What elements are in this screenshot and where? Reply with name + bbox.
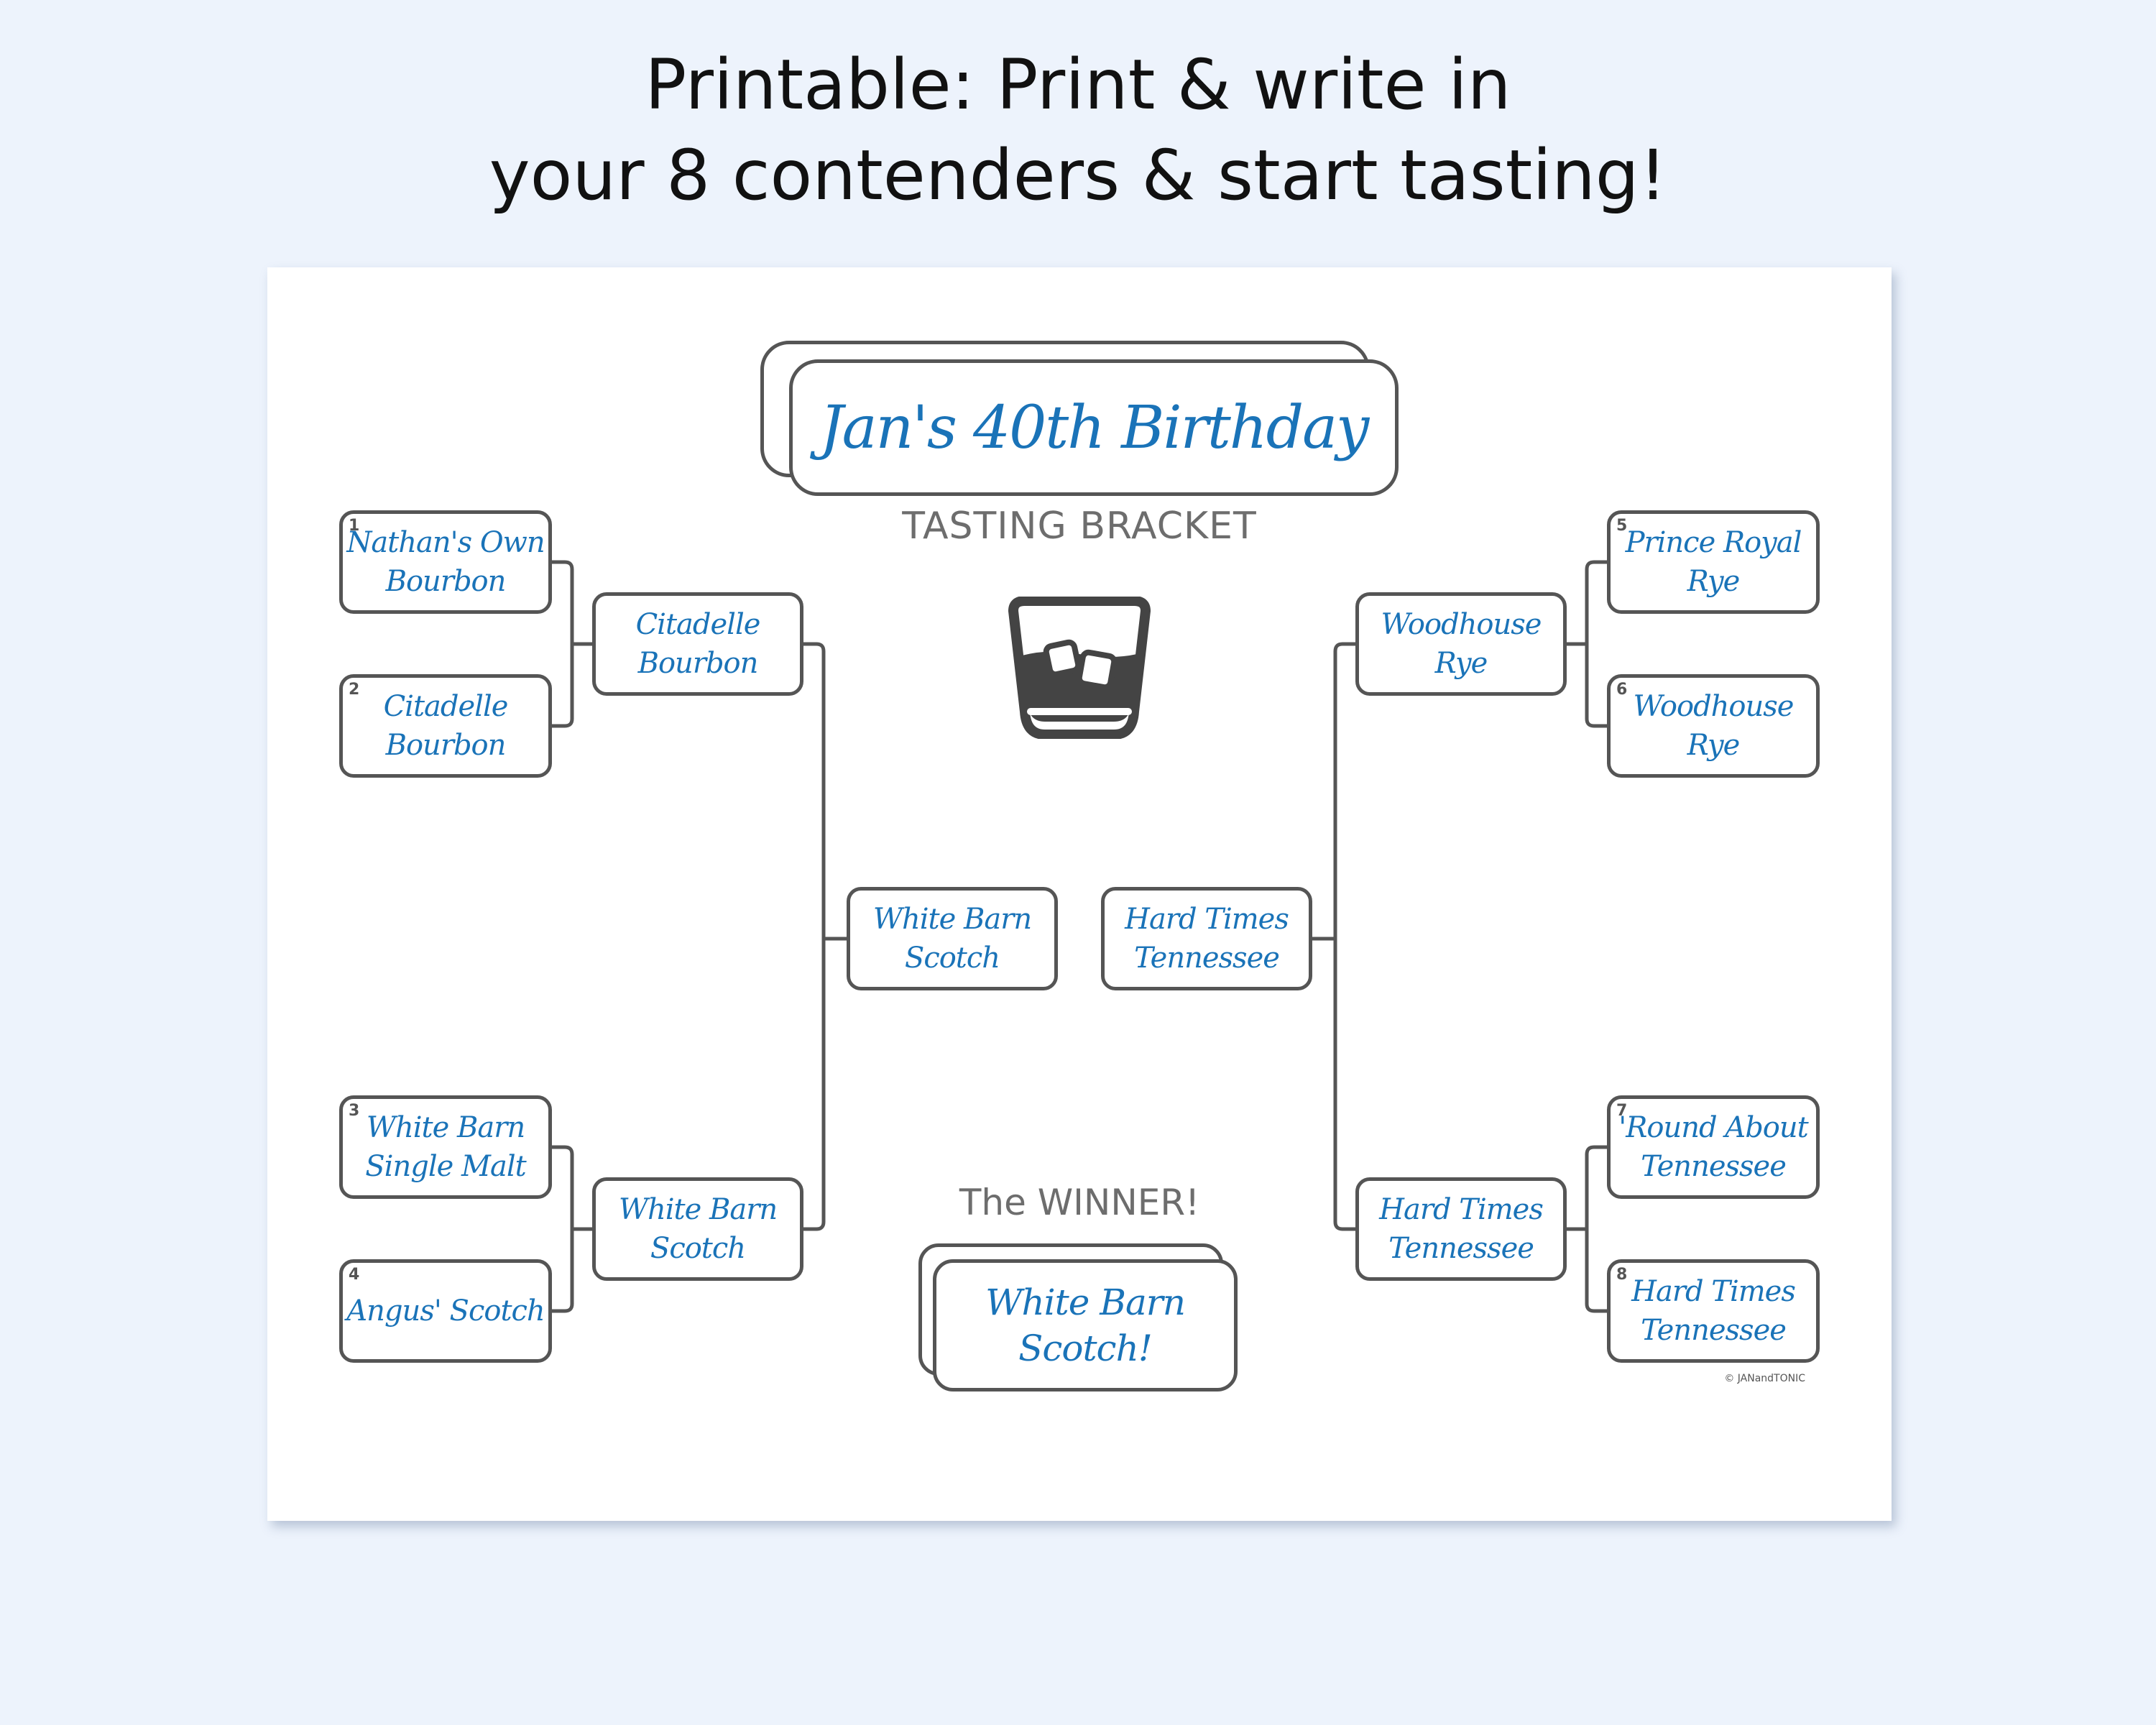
round1-slot-4[interactable]: 4 Angus' Scotch bbox=[339, 1259, 552, 1363]
winner-label: The WINNER! bbox=[959, 1182, 1200, 1223]
winner-name: White Barn Scotch! bbox=[985, 1282, 1186, 1369]
contender-name: Angus' Scotch bbox=[346, 1294, 545, 1328]
round1-slot-8[interactable]: 8 Hard Times Tennessee bbox=[1607, 1259, 1820, 1363]
contender-name: Hard Times Tennessee bbox=[1125, 903, 1289, 975]
contender-name: 'Round About Tennessee bbox=[1618, 1111, 1808, 1183]
round2-slot-4[interactable]: Hard Times Tennessee bbox=[1355, 1177, 1567, 1281]
bracket-subtitle: TASTING BRACKET bbox=[902, 505, 1257, 548]
contender-name: Nathan's Own Bourbon bbox=[346, 526, 545, 598]
seed-number: 8 bbox=[1616, 1266, 1628, 1284]
round2-slot-1[interactable]: Citadelle Bourbon bbox=[592, 592, 803, 696]
bracket-lines bbox=[550, 560, 1609, 1313]
round1-slot-1[interactable]: 1 Nathan's Own Bourbon bbox=[339, 510, 552, 614]
seed-number: 7 bbox=[1616, 1102, 1628, 1120]
headline-line-1: Printable: Print & write in bbox=[645, 45, 1511, 125]
seed-number: 6 bbox=[1616, 681, 1628, 699]
winner-box[interactable]: White Barn Scotch! bbox=[933, 1259, 1238, 1392]
contender-name: Woodhouse Rye bbox=[1633, 690, 1795, 762]
seed-number: 4 bbox=[349, 1266, 360, 1284]
seed-number: 1 bbox=[349, 517, 360, 535]
seed-number: 5 bbox=[1616, 517, 1628, 535]
seed-number: 3 bbox=[349, 1102, 360, 1120]
contender-name: White Barn Scotch bbox=[872, 903, 1032, 975]
contender-name: Prince Royal Rye bbox=[1625, 526, 1802, 598]
contender-name: White Barn Scotch bbox=[618, 1193, 778, 1265]
round1-slot-2[interactable]: 2 Citadelle Bourbon bbox=[339, 674, 552, 778]
round2-slot-2[interactable]: White Barn Scotch bbox=[592, 1177, 803, 1281]
title-box: Jan's 40th Birthday bbox=[789, 359, 1399, 496]
event-title: Jan's 40th Birthday bbox=[819, 393, 1370, 462]
contender-name: Citadelle Bourbon bbox=[383, 690, 509, 762]
credit-text: © JANandTONIC bbox=[1724, 1373, 1805, 1384]
semifinal-slot-right[interactable]: Hard Times Tennessee bbox=[1101, 887, 1312, 990]
whiskey-glass-icon bbox=[1008, 597, 1151, 739]
round1-slot-5[interactable]: 5 Prince Royal Rye bbox=[1607, 510, 1820, 614]
bracket-sheet: Jan's 40th Birthday TASTING BRACKET 1 Na… bbox=[267, 267, 1892, 1521]
contender-name: Woodhouse Rye bbox=[1381, 608, 1542, 680]
headline: Printable: Print & write in your 8 conte… bbox=[0, 40, 2156, 221]
semifinal-slot-left[interactable]: White Barn Scotch bbox=[847, 887, 1058, 990]
contender-name: White Barn Single Malt bbox=[365, 1111, 526, 1183]
round1-slot-3[interactable]: 3 White Barn Single Malt bbox=[339, 1095, 552, 1199]
contender-name: Hard Times Tennessee bbox=[1631, 1275, 1796, 1347]
headline-line-2: your 8 contenders & start tasting! bbox=[489, 135, 1667, 216]
contender-name: Citadelle Bourbon bbox=[635, 608, 761, 680]
seed-number: 2 bbox=[349, 681, 360, 699]
round2-slot-3[interactable]: Woodhouse Rye bbox=[1355, 592, 1567, 696]
round1-slot-7[interactable]: 7 'Round About Tennessee bbox=[1607, 1095, 1820, 1199]
contender-name: Hard Times Tennessee bbox=[1379, 1193, 1544, 1265]
round1-slot-6[interactable]: 6 Woodhouse Rye bbox=[1607, 674, 1820, 778]
